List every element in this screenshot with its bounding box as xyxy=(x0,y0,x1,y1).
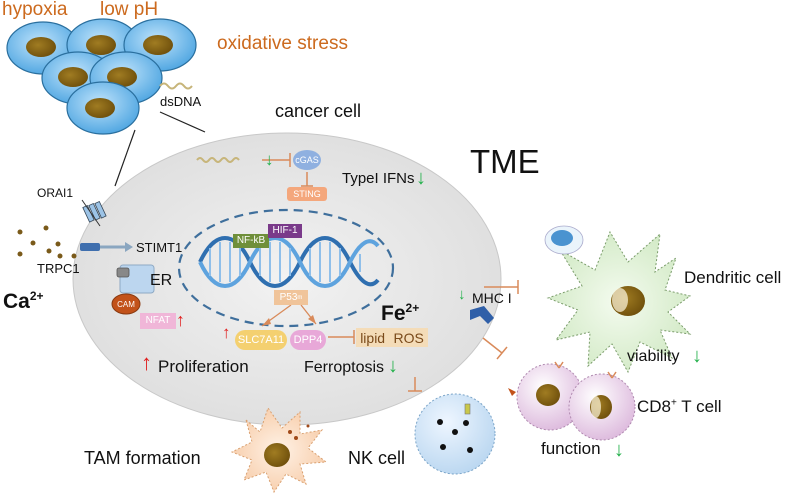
cgas-node: cGAS xyxy=(293,150,321,170)
label-ca: Ca2+ xyxy=(3,289,44,313)
down-arrow-icon: ↓ xyxy=(265,150,274,169)
label-dendritic-cell: Dendritic cell xyxy=(684,268,782,287)
label-ferroptosis: Ferroptosis xyxy=(304,359,385,376)
label-function: function xyxy=(541,439,601,458)
down-arrow-icon: ↓ xyxy=(614,439,624,461)
label-stimt1: STIMT1 xyxy=(136,240,183,255)
down-arrow-icon: ↓ xyxy=(416,167,426,189)
label-mhc1: MHC I xyxy=(472,290,512,306)
label-proliferation: Proliferation xyxy=(158,357,249,376)
label-orai1: ORAI1 xyxy=(37,186,74,200)
down-arrow-icon: ↓ xyxy=(458,286,466,303)
label-tme: TME xyxy=(470,143,540,180)
label-er: ER xyxy=(150,272,173,289)
sting-node: STING xyxy=(287,187,327,201)
down-arrow-icon: ↓ xyxy=(388,355,398,377)
cam-node xyxy=(111,293,141,315)
dpp4-node: DPP4 xyxy=(290,330,326,350)
label-dsdna: dsDNA xyxy=(160,94,202,109)
nucleus-outline xyxy=(177,208,395,328)
label-cd8-t-cell: CD8+ T cell xyxy=(637,397,722,416)
label-cancer-cell: cancer cell xyxy=(275,101,362,121)
slc7a11-node: SLC7A11 xyxy=(235,330,287,350)
label-fe: Fe2+ xyxy=(381,301,420,325)
label-viability: viability xyxy=(627,348,680,365)
label-nk-cell: NK cell xyxy=(348,448,406,468)
nfkb-node: NF-kB xyxy=(233,234,269,248)
trpc1-channel xyxy=(80,243,100,251)
hif1-node: HIF-1 xyxy=(268,224,302,238)
nfat-node: NFAT xyxy=(140,313,176,329)
calcium-ions xyxy=(17,225,77,259)
label-type1-ifns: TypeI IFNs xyxy=(342,170,415,187)
label-tam-formation: TAM formation xyxy=(84,448,201,468)
cam-label: CAM xyxy=(117,299,135,309)
orai1-channel xyxy=(81,199,107,227)
label-oxidative-stress: oxidative stress xyxy=(217,33,348,54)
tumor-cell-cluster xyxy=(6,18,197,135)
label-hypoxia: hypoxia xyxy=(2,0,68,20)
label-trpc1: TRPC1 xyxy=(37,261,80,276)
mhc-receptor xyxy=(470,306,494,324)
up-arrow-icon: ↑ xyxy=(222,323,231,342)
label-low-ph: low pH xyxy=(100,0,159,20)
down-arrow-icon: ↓ xyxy=(692,345,702,367)
up-arrow-icon: ↑ xyxy=(176,310,185,330)
up-arrow-icon: ↑ xyxy=(141,350,152,375)
